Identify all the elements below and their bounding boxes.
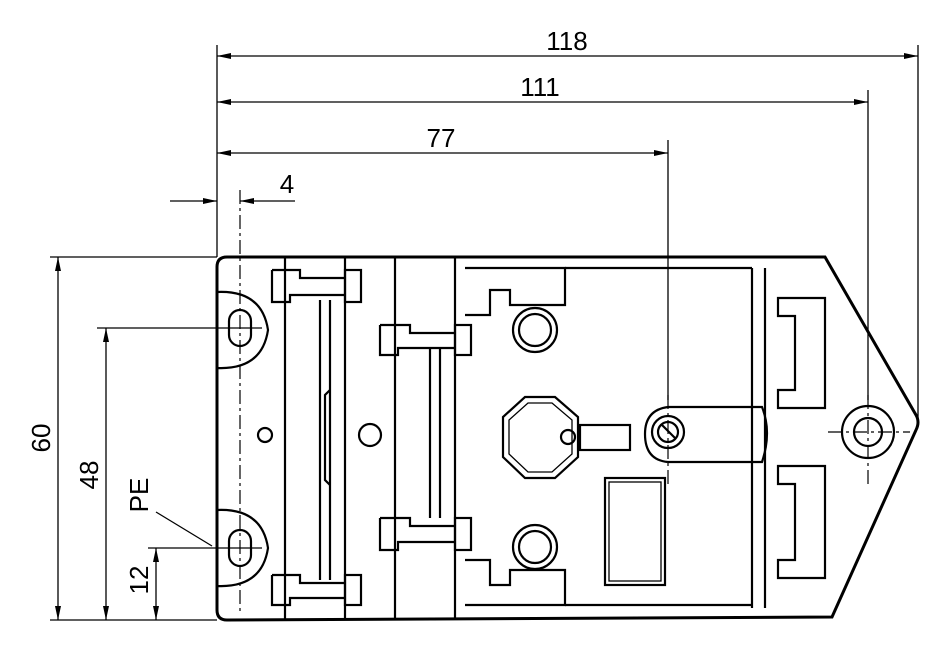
dimension-111: 111	[217, 72, 868, 105]
dimension-label-60: 60	[26, 424, 56, 453]
dimension-12: 12	[124, 548, 159, 620]
pe-label: PE	[124, 478, 213, 547]
housing-outline	[215, 255, 920, 622]
dimension-label-111: 111	[520, 72, 560, 102]
round-bosses	[511, 306, 559, 571]
channels	[465, 266, 752, 607]
slot-bar	[643, 405, 769, 464]
dimension-label-77: 77	[427, 123, 456, 153]
dimension-label-12: 12	[124, 566, 154, 595]
rail-clips	[270, 268, 473, 607]
mounting-slots	[216, 290, 270, 588]
dimension-60: 60	[26, 257, 61, 620]
pe-label-text: PE	[124, 478, 154, 513]
label-window	[603, 476, 667, 587]
dimension-118: 118	[217, 26, 918, 59]
dimension-label-4: 4	[280, 169, 294, 199]
small-hole-left	[256, 426, 274, 444]
partitions	[283, 257, 767, 620]
right-brackets	[776, 296, 827, 580]
dimension-48: 48	[74, 328, 109, 620]
octagon-knob	[501, 395, 632, 480]
dimension-label-48: 48	[74, 461, 104, 490]
mounting-hole-right	[840, 404, 896, 460]
small-hole-mid	[357, 422, 383, 448]
dimension-label-118: 118	[546, 26, 587, 56]
dimension-4: 4	[170, 169, 295, 204]
dimension-77: 77	[217, 123, 668, 156]
extension-lines	[50, 45, 919, 621]
